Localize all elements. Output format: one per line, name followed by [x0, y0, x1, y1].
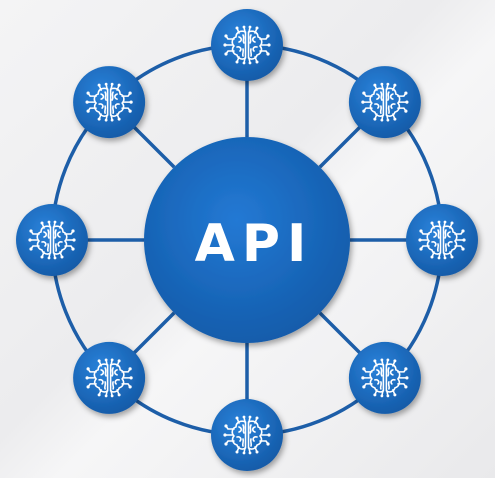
spoke-node: [406, 204, 478, 276]
spoke-nodes: [16, 9, 478, 471]
spoke-node: [348, 341, 421, 414]
api-hub: [144, 137, 350, 343]
spoke-node: [16, 204, 88, 276]
spoke-node: [73, 66, 146, 139]
spoke-node: [348, 66, 421, 139]
spoke-node: [211, 9, 283, 81]
api-hub-label: API: [195, 214, 314, 274]
spoke-node: [211, 399, 283, 471]
spoke-node: [73, 341, 146, 414]
